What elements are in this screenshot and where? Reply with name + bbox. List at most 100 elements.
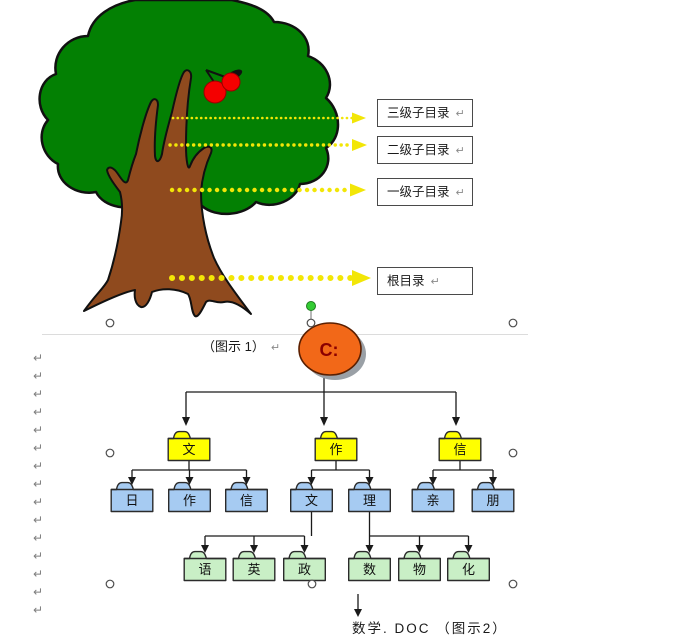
arrowhead-icon [320, 417, 328, 426]
connector-level1-rails [131, 461, 494, 477]
label-box-level1[interactable]: 一级子目录 ↵ [377, 178, 473, 206]
paragraph-mark: ↵ [33, 603, 44, 617]
callout-arrow-level2[interactable] [168, 139, 367, 151]
folder-level2-li[interactable]: 理 [348, 481, 391, 513]
folder-level1-wen[interactable]: 文 [167, 430, 211, 462]
arrowhead-icon [354, 609, 362, 617]
folder-label: 作 [329, 442, 342, 457]
arrowhead-icon [352, 270, 371, 286]
folder-label: 作 [183, 493, 196, 508]
folder-label: 语 [198, 562, 211, 577]
arrowhead-icon [128, 477, 136, 485]
cherry-fruit [203, 80, 227, 104]
connector-level2-rails [204, 512, 470, 545]
folder-level2-ri[interactable]: 日 [110, 481, 154, 513]
arrowhead-icon [365, 477, 374, 485]
arrowhead-icon [365, 545, 374, 553]
paragraph-mark: ↵ [33, 495, 44, 509]
caption-text: 数学. DOC （图示2） [352, 621, 508, 636]
arrowhead-icon [182, 417, 190, 426]
paragraph-mark: ↵ [455, 187, 465, 199]
folder-label: 文 [182, 442, 195, 457]
root-drive-label: C: [320, 340, 339, 360]
folder-level3-zheng[interactable]: 政 [283, 550, 326, 582]
callout-arrow-level3[interactable] [171, 112, 366, 124]
label-text: 一级子目录 [387, 185, 450, 199]
paragraph-mark: ↵ [33, 405, 44, 419]
resize-handle-mid-right[interactable] [508, 448, 518, 458]
label-box-root[interactable]: 根目录 ↵ [377, 267, 473, 295]
root-drive-ellipse[interactable]: C: [298, 322, 366, 380]
folder-label: 信 [240, 493, 253, 508]
arrowhead-icon [307, 477, 316, 485]
paragraph-mark: ↵ [33, 549, 44, 563]
label-text: 二级子目录 [387, 143, 450, 157]
figure1-caption: （图示 1） ↵ [202, 336, 280, 355]
arrowhead-icon [464, 545, 473, 553]
folder-label: 亲 [426, 493, 439, 508]
resize-handle-top-center[interactable] [306, 318, 316, 328]
folder-label: 文 [305, 493, 318, 508]
arrowhead-icon [429, 477, 437, 485]
folder-label: 信 [453, 442, 466, 457]
paragraph-mark: ↵ [33, 567, 44, 581]
label-text: 根目录 [387, 274, 425, 288]
label-text: 三级子目录 [387, 106, 450, 120]
resize-handle-mid-left[interactable] [105, 448, 115, 458]
paragraph-mark: ↵ [33, 477, 44, 491]
cherry-fruit [221, 72, 241, 92]
paragraph-mark: ↵ [33, 585, 44, 599]
folder-label: 政 [298, 562, 311, 577]
paragraph-mark: ↵ [33, 423, 44, 437]
rotation-handle[interactable] [306, 301, 316, 311]
folder-label: 数 [363, 562, 376, 577]
arrowhead-icon [350, 183, 366, 197]
folder-level3-hua[interactable]: 化 [447, 550, 490, 582]
resize-handle-bottom-left[interactable] [105, 579, 115, 589]
paragraph-marks-column: ↵↵↵↵↵↵↵↵↵↵↵↵↵↵↵ [33, 349, 43, 619]
folder-level3-ying[interactable]: 英 [232, 550, 276, 582]
arrowhead-icon [250, 545, 258, 553]
paragraph-mark: ↵ [33, 513, 44, 527]
callout-arrow-root[interactable] [169, 270, 371, 286]
resize-handle-bottom-center[interactable] [307, 579, 317, 589]
paragraph-mark: ↵ [430, 276, 440, 288]
folder-level1-zuo[interactable]: 作 [314, 430, 358, 462]
folder-label: 物 [413, 562, 426, 577]
folder-level3-yu[interactable]: 语 [183, 550, 227, 582]
folder-level2-zuo[interactable]: 作 [167, 481, 212, 513]
arrowhead-icon [242, 477, 251, 485]
ellipse-body [298, 322, 362, 376]
folder-level1-xin[interactable]: 信 [438, 430, 482, 462]
figure2-caption: 数学. DOC （图示2） [352, 617, 508, 637]
arrowhead-icon [352, 112, 366, 124]
directory-diagram[interactable]: 文 作 信 日 作 信 [105, 301, 518, 618]
paragraph-mark: ↵ [33, 531, 44, 545]
folder-level3-wu[interactable]: 物 [398, 550, 441, 582]
caption-text: （图示 1） [202, 339, 265, 354]
callout-arrow-level1[interactable] [169, 183, 366, 197]
paragraph-mark: ↵ [455, 145, 465, 157]
arrowhead-icon [201, 545, 209, 553]
folder-label: 理 [363, 493, 376, 508]
folder-level2-peng[interactable]: 朋 [471, 481, 515, 513]
folder-level2-wen[interactable]: 文 [290, 481, 333, 513]
tree-clipart-image[interactable] [38, 0, 340, 318]
resize-handle-top-left[interactable] [105, 318, 115, 328]
folder-label: 英 [247, 562, 260, 577]
paragraph-mark: ↵ [33, 441, 44, 455]
paragraph-mark: ↵ [33, 351, 44, 365]
paragraph-mark: ↵ [455, 108, 465, 120]
folder-level3-shu[interactable]: 数 [348, 550, 391, 582]
label-box-level2[interactable]: 二级子目录 ↵ [377, 136, 473, 164]
folder-level2-qin[interactable]: 亲 [411, 481, 455, 513]
resize-handle-bottom-right[interactable] [508, 579, 518, 589]
folder-level2-xin[interactable]: 信 [224, 481, 268, 513]
resize-handle-top-right[interactable] [508, 318, 518, 328]
label-box-level3[interactable]: 三级子目录 ↵ [377, 99, 473, 127]
paragraph-mark: ↵ [270, 342, 281, 354]
arrowhead-icon [300, 545, 309, 553]
folder-label: 朋 [486, 493, 499, 508]
